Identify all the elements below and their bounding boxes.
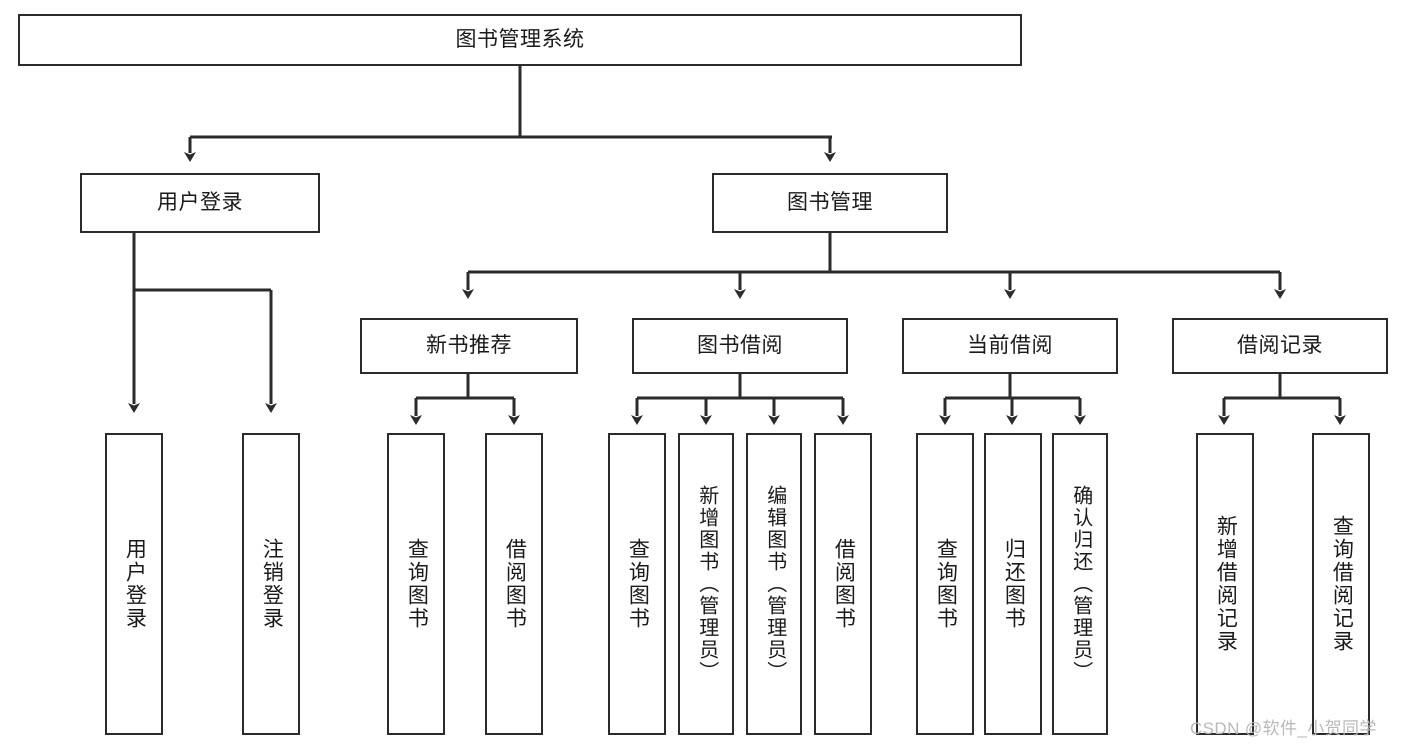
- leaf-current-confirm-return[interactable]: 确认归还（管理员）: [1052, 433, 1108, 735]
- node-user-login[interactable]: 用户登录: [80, 173, 320, 233]
- leaf-borrow-query-book[interactable]: 查询图书: [608, 433, 666, 735]
- leaf-record-add-record[interactable]: 新增借阅记录: [1196, 433, 1254, 735]
- leaf-user-login-signin-label: 用户登录: [123, 538, 147, 630]
- node-new-book-recommend-label: 新书推荐: [426, 333, 512, 357]
- leaf-user-login-signout[interactable]: 注销登录: [242, 433, 300, 735]
- leaf-recommend-borrow-book-label: 借阅图书: [503, 538, 527, 630]
- leaf-borrow-query-book-label: 查询图书: [626, 538, 650, 630]
- leaf-user-login-signout-label: 注销登录: [260, 538, 284, 630]
- leaf-record-query-record[interactable]: 查询借阅记录: [1312, 433, 1370, 735]
- leaf-borrow-edit-book[interactable]: 编辑图书（管理员）: [746, 433, 802, 735]
- watermark-text: CSDN @软件_小贺同学: [1190, 719, 1377, 738]
- node-new-book-recommend[interactable]: 新书推荐: [360, 318, 578, 374]
- node-root[interactable]: 图书管理系统: [18, 14, 1022, 66]
- leaf-recommend-query-book[interactable]: 查询图书: [387, 433, 445, 735]
- leaf-current-return-book[interactable]: 归还图书: [984, 433, 1042, 735]
- leaf-current-return-book-label: 归还图书: [1002, 538, 1026, 630]
- leaf-record-add-record-label: 新增借阅记录: [1214, 515, 1238, 653]
- leaf-current-confirm-return-label: 确认归还（管理员）: [1069, 485, 1092, 683]
- leaf-recommend-query-book-label: 查询图书: [405, 538, 429, 630]
- leaf-current-query-book-label: 查询图书: [934, 538, 958, 630]
- node-book-borrow-label: 图书借阅: [697, 333, 783, 357]
- leaf-borrow-add-book[interactable]: 新增图书（管理员）: [678, 433, 734, 735]
- node-root-label: 图书管理系统: [455, 27, 585, 51]
- node-book-management[interactable]: 图书管理: [712, 173, 948, 233]
- node-borrow-record-label: 借阅记录: [1237, 333, 1323, 357]
- leaf-recommend-borrow-book[interactable]: 借阅图书: [485, 433, 543, 735]
- node-user-login-label: 用户登录: [157, 190, 243, 214]
- node-current-borrow-label: 当前借阅: [967, 333, 1053, 357]
- node-current-borrow[interactable]: 当前借阅: [902, 318, 1118, 374]
- node-book-borrow[interactable]: 图书借阅: [632, 318, 848, 374]
- node-borrow-record[interactable]: 借阅记录: [1172, 318, 1388, 374]
- leaf-record-query-record-label: 查询借阅记录: [1330, 515, 1354, 653]
- leaf-user-login-signin[interactable]: 用户登录: [105, 433, 163, 735]
- leaf-borrow-borrow-book-label: 借阅图书: [832, 538, 856, 630]
- leaf-borrow-edit-book-label: 编辑图书（管理员）: [763, 485, 786, 683]
- node-book-management-label: 图书管理: [787, 190, 873, 214]
- leaf-borrow-add-book-label: 新增图书（管理员）: [695, 485, 718, 683]
- leaf-borrow-borrow-book[interactable]: 借阅图书: [814, 433, 872, 735]
- leaf-current-query-book[interactable]: 查询图书: [916, 433, 974, 735]
